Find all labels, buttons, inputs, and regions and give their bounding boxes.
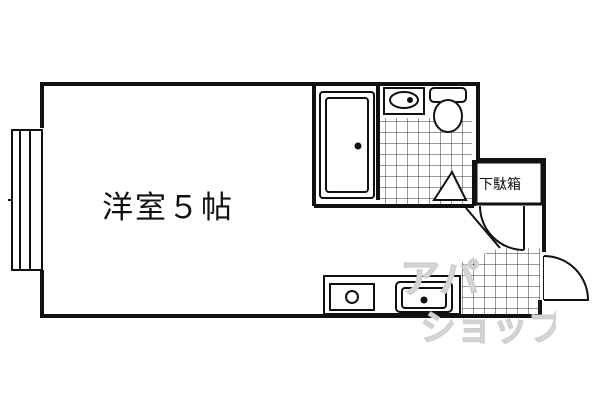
window-icon (8, 129, 43, 271)
room-label: 洋室５帖 (102, 190, 234, 226)
entrance-tile-floor (462, 248, 540, 314)
bathroom-walls (312, 84, 476, 208)
svg-text:ショップ: ショップ (420, 308, 556, 348)
shoe-box-label: 下駄箱 (479, 177, 521, 193)
watermark-logo: アパ ショップ (400, 256, 557, 349)
bathtub-icon (319, 91, 375, 199)
toilet-icon (429, 87, 467, 133)
sink-icon (395, 281, 453, 313)
svg-text:アパ: アパ (400, 256, 479, 302)
washbasin-icon (383, 87, 425, 115)
door-swing-icon (465, 205, 525, 251)
stove-icon (329, 283, 375, 311)
bathroom-door-swing (432, 169, 468, 201)
entrance-door-icon (543, 255, 590, 301)
shoe-box (474, 160, 544, 206)
